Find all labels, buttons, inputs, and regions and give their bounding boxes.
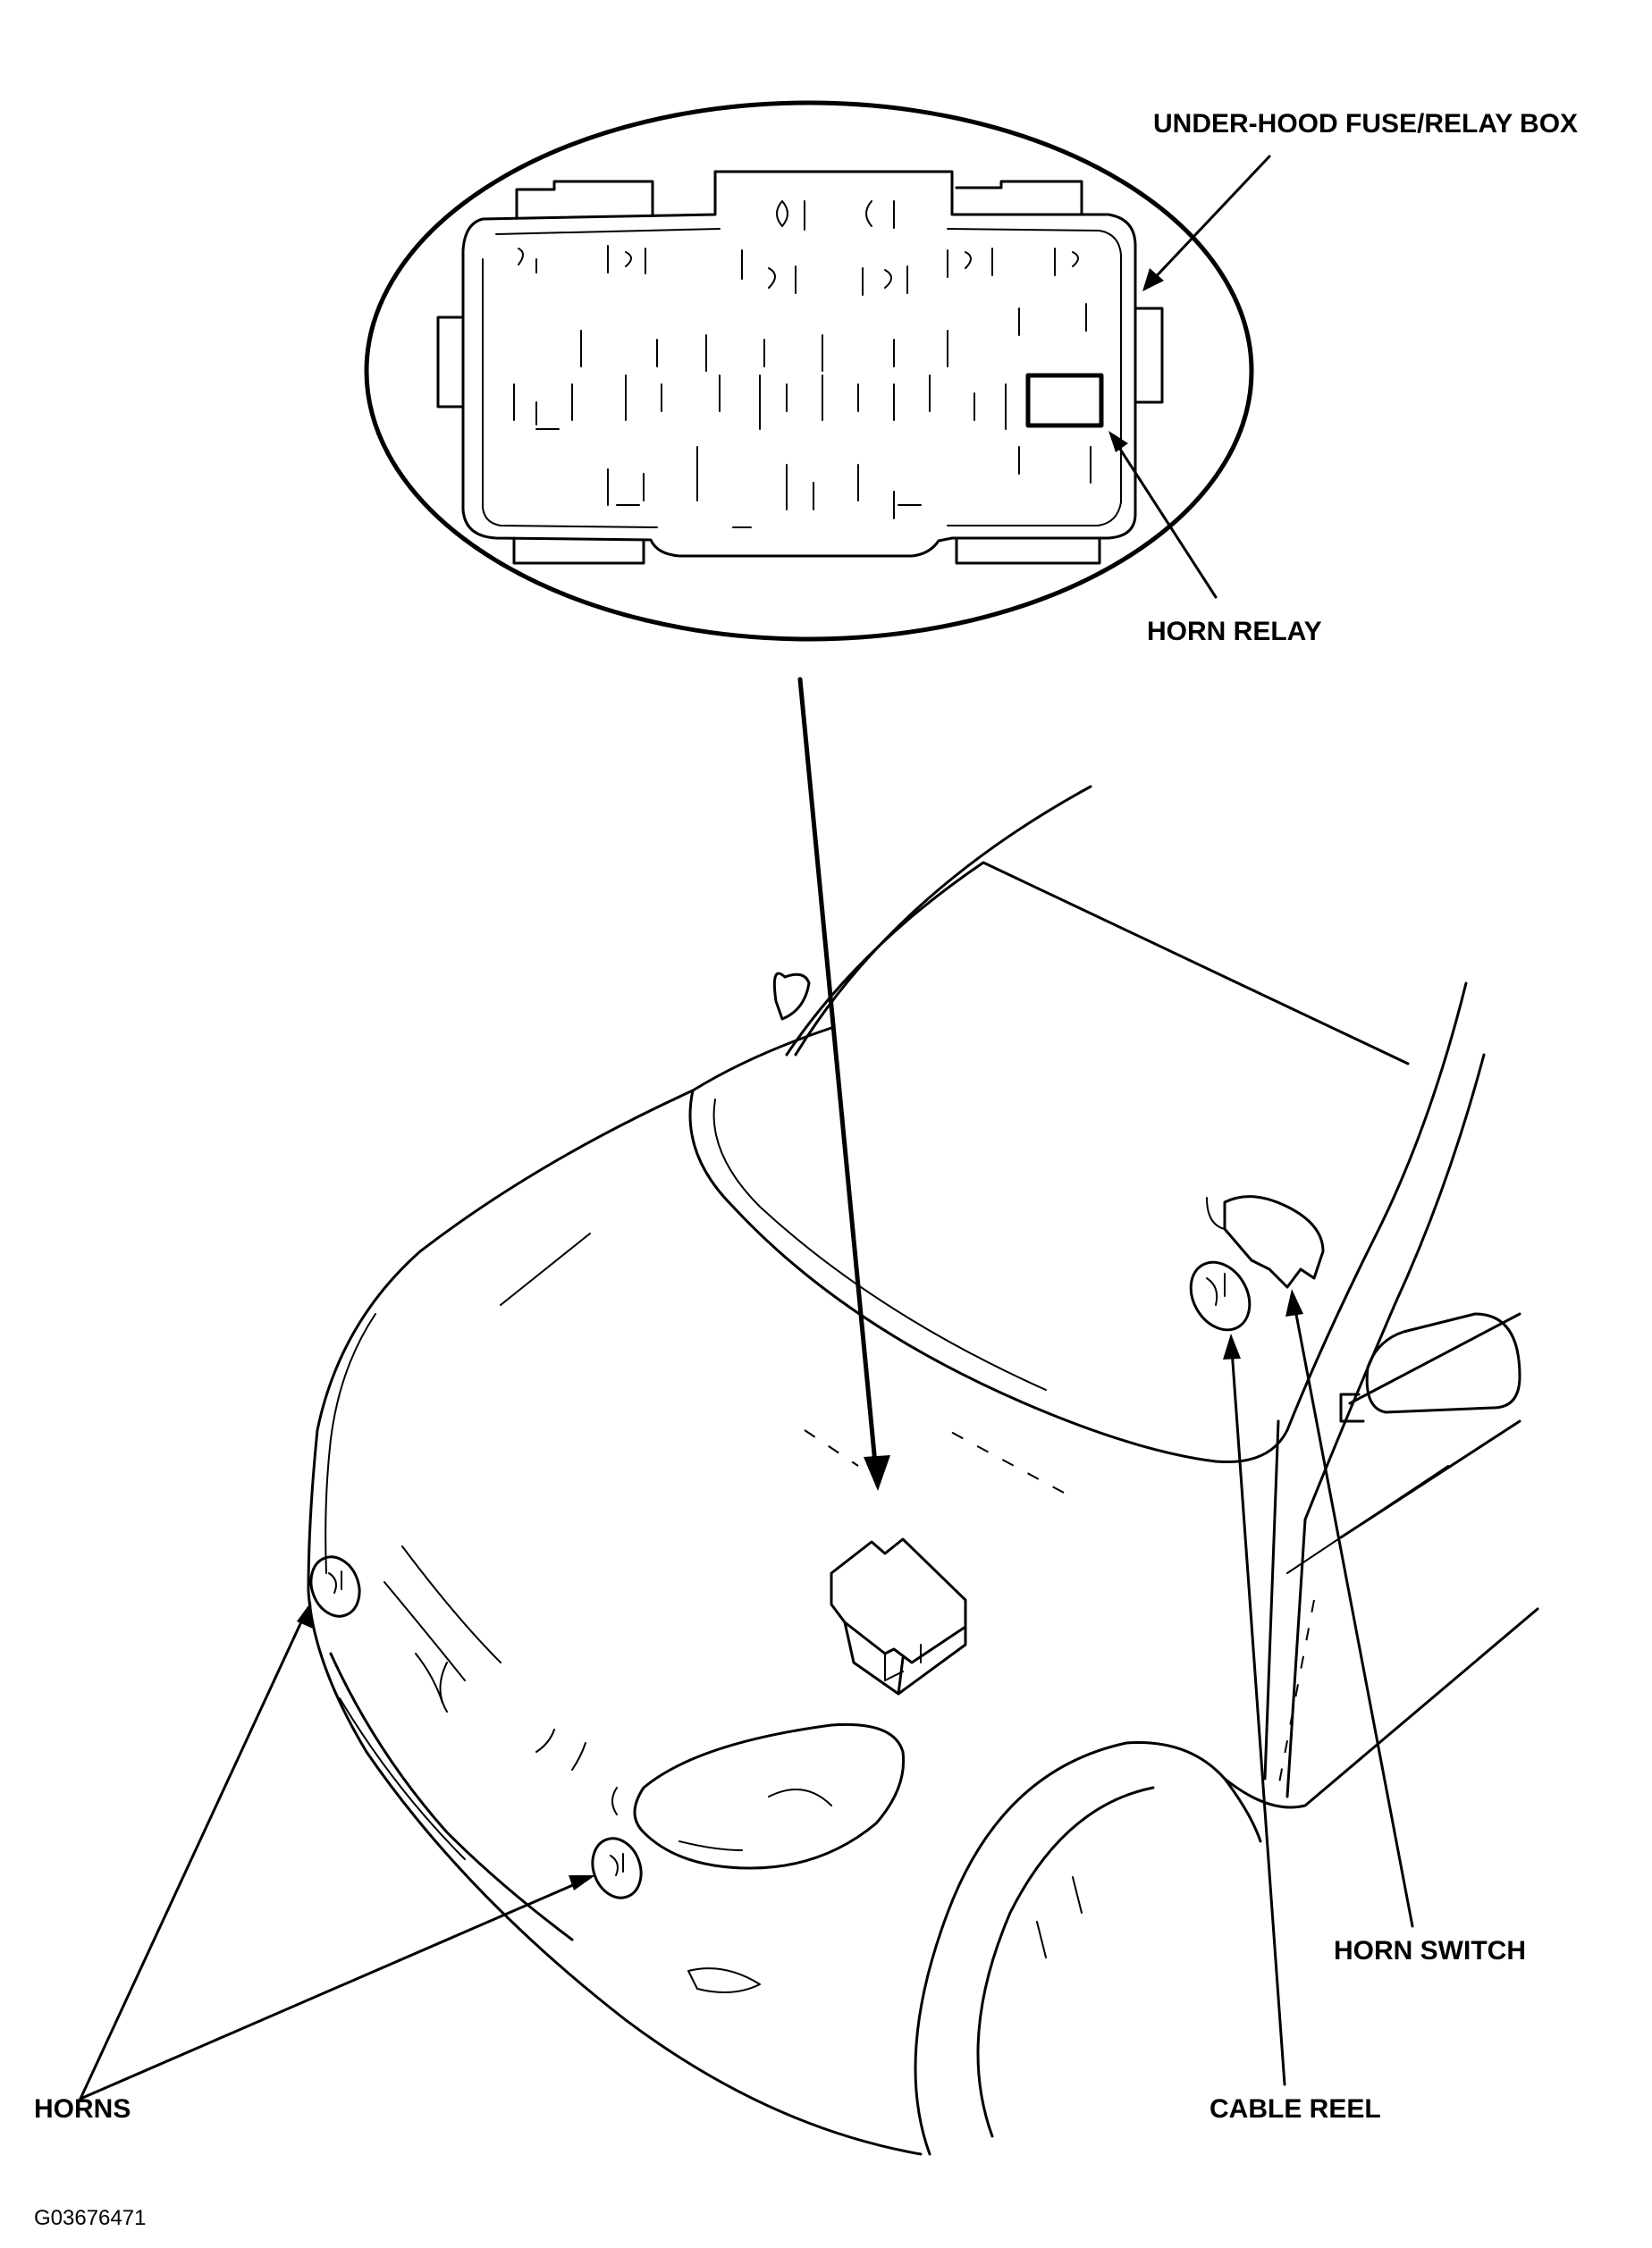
hood-ridge-3 (384, 1581, 466, 1681)
label-horn-relay: HORN RELAY (1147, 617, 1322, 646)
horns-on-car (309, 1555, 643, 1899)
steering-column-mark (1206, 1197, 1226, 1230)
figure-code: G03676471 (34, 2206, 147, 2230)
relay-box-detail (884, 1644, 922, 1681)
front-bumper (329, 1652, 574, 1941)
headlight (633, 1722, 906, 1870)
headlight-inner (678, 1789, 832, 1851)
hood-outline (307, 1089, 695, 1593)
fender-line (1223, 1607, 1539, 1809)
cable-reel-shape (1189, 1260, 1252, 1332)
fog-light (687, 1967, 761, 1993)
fuse-box-left-tab (436, 316, 465, 408)
horn-front (591, 1837, 643, 1899)
label-cable-reel: CABLE REEL (1210, 2094, 1381, 2124)
a-pillar-inner (1303, 1053, 1486, 1521)
horn-relay-highlight (1025, 373, 1104, 428)
fuse-box-inner-rim (482, 228, 1122, 528)
hood-crease (324, 1313, 376, 1574)
cowl-inner (712, 1099, 1047, 1391)
wheel-arch (914, 1741, 1262, 2156)
label-horn-switch: HORN SWITCH (1334, 1936, 1526, 1966)
horn-left (309, 1555, 361, 1618)
under-hood-box-on-car (830, 1537, 967, 1696)
roof-line (794, 785, 1092, 1057)
hood-left-edge (307, 1589, 923, 2156)
inset-to-car-arrow (797, 677, 890, 1491)
hood-ridge (500, 1233, 591, 1306)
inset-ellipse (364, 100, 1254, 642)
grille-marks (415, 1653, 618, 1815)
front-bumper-lower (339, 1697, 466, 1860)
door-window (1339, 1312, 1521, 1539)
fuse-slots (513, 200, 1092, 528)
hood-ridge-2 (401, 1545, 502, 1663)
right-side-mirror (1365, 1312, 1521, 1414)
body-crease (1286, 1465, 1449, 1574)
windshield-lower-edge (688, 1089, 1289, 1464)
fuse-box-top-tabs (515, 180, 1083, 219)
horns-leader (79, 1602, 595, 2101)
zoom-inset (364, 100, 1254, 642)
tire (976, 1786, 1155, 2138)
windshield-frame-upper (691, 1026, 833, 1092)
body-dash-marks (804, 1429, 1315, 1789)
door-line (1263, 1419, 1307, 1798)
fuse-relay-box-outline (461, 170, 1137, 558)
horn-relay-leader (1108, 431, 1218, 599)
horn-switch-leader (1285, 1289, 1414, 1928)
windshield-top (785, 861, 1410, 1065)
relay-box-lower (843, 1621, 967, 1696)
label-horns: HORNS (34, 2094, 131, 2124)
fuse-box-bottom-tabs (512, 536, 1101, 565)
left-mirror (772, 972, 811, 1021)
mirror-stalk (1339, 1393, 1365, 1423)
tire-tread (1036, 1876, 1083, 1958)
car-body (307, 785, 1539, 2156)
relay-box-outline (830, 1537, 967, 1664)
fuse-box-leader (1142, 155, 1271, 291)
horn-switch-shape (1223, 1195, 1325, 1289)
steering-components (1189, 1195, 1325, 1332)
a-pillar-outer (1285, 981, 1468, 1432)
label-under-hood-fuse-relay-box: UNDER-HOOD FUSE/RELAY BOX (1153, 109, 1579, 139)
cable-reel-leader (1223, 1334, 1286, 2086)
fuse-box-right-tab (1134, 307, 1164, 404)
cable-reel-detail (1206, 1273, 1226, 1306)
